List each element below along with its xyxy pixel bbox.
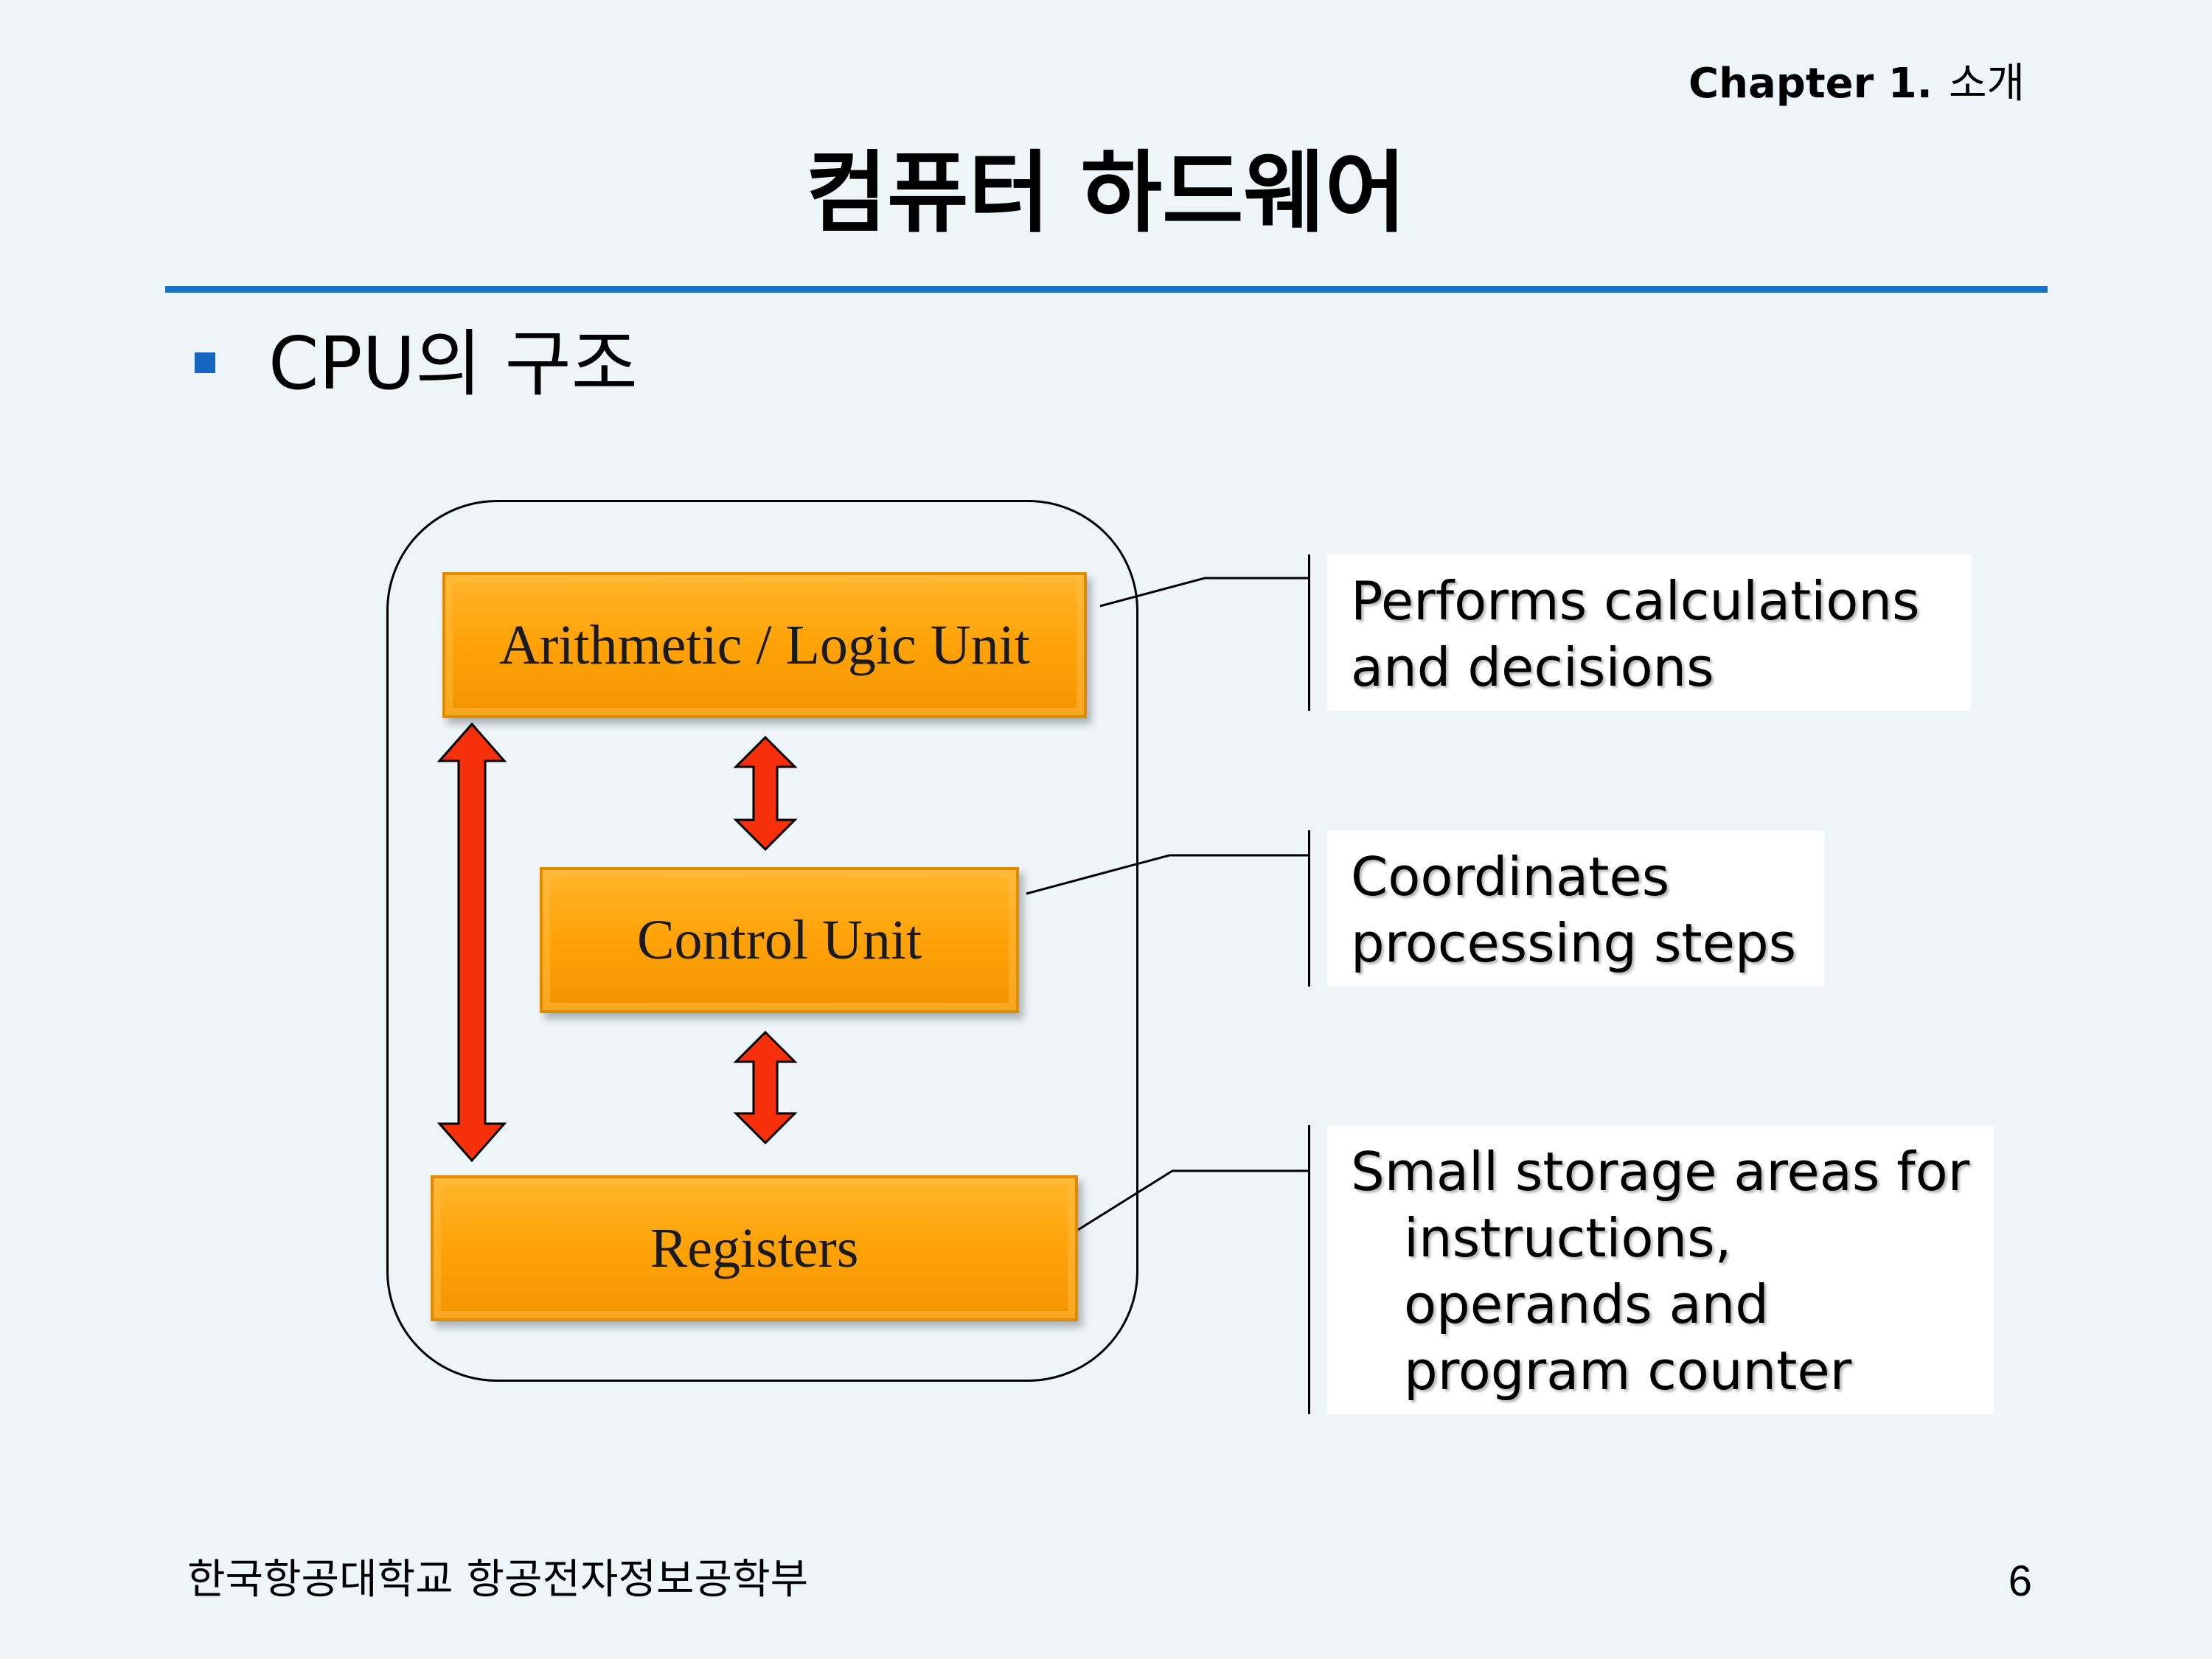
footer-school-name: 한국항공대학교 항공전자정보공학부 [187, 1556, 809, 1604]
alu-control-arrow-icon [733, 735, 798, 852]
long-double-arrow-icon [437, 722, 507, 1163]
registers-description-line: program counter [1404, 1340, 1852, 1402]
registers-box: Registers [431, 1175, 1078, 1321]
alu-description: Performs calculations and decisions [1327, 554, 1972, 711]
alu-description-line: Performs calculations [1351, 570, 1920, 632]
control-leader-line [1026, 854, 1310, 895]
control-registers-arrow-icon [733, 1030, 798, 1145]
control-description-bracket [1308, 830, 1310, 987]
registers-description-bracket [1308, 1125, 1310, 1414]
bullet-text: CPU의 구조 [268, 322, 638, 406]
chapter-number: Chapter 1. [1688, 60, 1933, 108]
page-title: 컴퓨터 하드웨어 [805, 142, 1407, 245]
cpu-frame [386, 500, 1138, 1382]
alu-box: Arithmetic / Logic Unit [442, 572, 1087, 718]
registers-description-line: Small storage areas for [1351, 1141, 1970, 1203]
registers-description-line: operands and [1404, 1273, 1769, 1335]
control-description-line: Coordinates [1351, 846, 1670, 908]
control-unit-description: Coordinates processing steps [1327, 830, 1824, 987]
chapter-label: Chapter 1. 소개 [1688, 58, 2025, 111]
title-divider [165, 286, 2048, 293]
chapter-name: 소개 [1948, 60, 2025, 108]
registers-description: Small storage areas for instructions, op… [1327, 1125, 1994, 1414]
registers-description-line: instructions, [1404, 1207, 1732, 1269]
control-description-line: processing steps [1351, 912, 1797, 974]
alu-leader-line [1099, 577, 1310, 608]
control-unit-box: Control Unit [540, 867, 1019, 1013]
page-number: 6 [2008, 1557, 2032, 1605]
bullet-square-icon [195, 352, 215, 373]
alu-description-bracket [1308, 554, 1310, 711]
alu-description-line: and decisions [1351, 636, 1714, 698]
registers-leader-line [1077, 1169, 1310, 1231]
